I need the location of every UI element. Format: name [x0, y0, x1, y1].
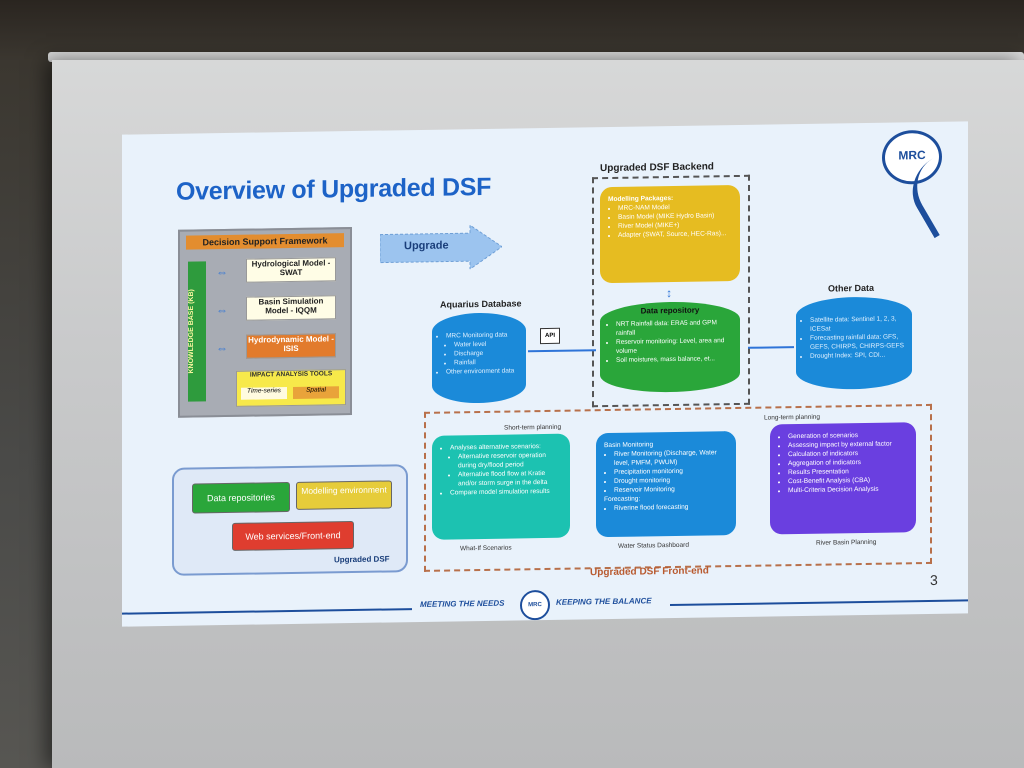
- other-data-item: Forecasting rainfall data: GFS, GEFS, CH…: [810, 332, 908, 352]
- slide-title: Overview of Upgraded DSF: [176, 172, 492, 206]
- legend-box: Data repositories Modelling environment …: [172, 464, 408, 576]
- footer-left-text: MEETING THE NEEDS: [420, 598, 505, 609]
- impact-tab: Spatial: [293, 386, 339, 399]
- other-data-item: Drought Index: SPI, CDI...: [810, 350, 908, 361]
- upgrade-label: Upgrade: [404, 239, 449, 253]
- vertical-arrow-icon: ↕: [666, 286, 672, 301]
- other-data-title: Other Data: [828, 282, 875, 294]
- presentation-slide: MRC Overview of Upgraded DSF Decision Su…: [122, 121, 968, 627]
- footer-line-right: [670, 599, 968, 607]
- model-box: Hydrological Model - SWAT: [246, 257, 336, 283]
- other-data-item: Satellite data: Sentinel 1, 2, 3, ICESat: [810, 314, 908, 334]
- footer-right-text: KEEPING THE BALANCE: [556, 596, 652, 607]
- footer-logo: MRC: [520, 589, 550, 621]
- water-status-panel: Basin Monitoring River Monitoring (Disch…: [596, 430, 736, 538]
- backend-box: Modelling Packages: MRC-NAM Model Basin …: [592, 174, 750, 408]
- projector-screen-bar: [48, 52, 1024, 62]
- panel-item: Alternative reservoir operation during d…: [458, 451, 562, 471]
- aquarius-cylinder: MRC Monitoring data Water level Discharg…: [432, 312, 526, 404]
- other-data-connector: [748, 346, 794, 349]
- upgrade-arrow-icon: [380, 224, 502, 271]
- aquarius-title: Aquarius Database: [440, 298, 522, 310]
- short-term-label: Short-term planning: [504, 423, 562, 432]
- model-box: Hydrodynamic Model - ISIS: [246, 333, 336, 359]
- impact-tools-box: IMPACT ANALYSIS TOOLS Time-series Spatia…: [236, 369, 346, 407]
- impact-tab: Time-series: [241, 387, 287, 400]
- repo-item: NRT Rainfall data: ERA5 and GPM rainfall: [616, 318, 734, 338]
- kb-label: KNOWLEDGE BASE (KB): [188, 261, 206, 402]
- api-icon: API: [540, 327, 560, 345]
- legend-data-repositories: Data repositories: [192, 482, 290, 514]
- frontend-title: Upgraded DSF Front-end: [590, 565, 709, 579]
- modelling-packages-panel: Modelling Packages: MRC-NAM Model Basin …: [600, 184, 740, 284]
- page-number: 3: [930, 571, 938, 588]
- data-repository-cylinder: Data repository NRT Rainfall data: ERA5 …: [600, 300, 740, 394]
- repo-item: Reservoir monitoring: Level, area and vo…: [616, 336, 734, 356]
- aquarius-connector: [528, 349, 596, 353]
- panel-caption: River Basin Planning: [816, 538, 877, 547]
- panel-caption: Water Status Dashboard: [618, 541, 689, 550]
- repo-item: Soil moistures, mass balance, et...: [616, 354, 734, 365]
- river-basin-panel: Generation of scenarios Assessing impact…: [770, 422, 916, 535]
- double-arrow-icon: ⇔: [216, 302, 228, 318]
- panel-caption: What-If Scenarios: [460, 544, 512, 553]
- aquarius-item: Other environment data: [446, 366, 522, 376]
- panel-item: Multi-Criteria Decision Analysis: [788, 484, 908, 495]
- dsf-diagram: Decision Support Framework KNOWLEDGE BAS…: [178, 227, 352, 418]
- footer-line-left: [122, 608, 412, 615]
- panel-item: Compare model simulation results: [450, 487, 562, 498]
- long-term-label: Long-term planning: [764, 413, 821, 422]
- legend-caption: Upgraded DSF: [334, 554, 390, 565]
- impact-header: IMPACT ANALYSIS TOOLS: [249, 370, 333, 379]
- panel-item: Alternative flood flow at Kratie and/or …: [458, 469, 562, 489]
- footer-logo-text: MRC: [528, 602, 542, 609]
- panel-item: Riverine flood forecasting: [614, 502, 728, 513]
- other-data-cylinder: Satellite data: Sentinel 1, 2, 3, ICESat…: [796, 296, 912, 391]
- model-box: Basin Simulation Model - IQQM: [246, 295, 336, 321]
- panel-item: River Monitoring (Discharge, Water level…: [614, 448, 728, 468]
- legend-web-services: Web services/Front-end: [232, 521, 354, 551]
- backend-title: Upgraded DSF Backend: [600, 161, 714, 175]
- double-arrow-icon: ⇔: [216, 264, 228, 280]
- what-if-panel: Analyses alternative scenarios: Alternat…: [432, 433, 570, 540]
- double-arrow-icon: ⇔: [216, 340, 228, 356]
- modelling-item: Adapter (SWAT, Source, HEC-Ras)...: [618, 229, 732, 240]
- dsf-header: Decision Support Framework: [186, 233, 344, 250]
- legend-modelling-environment: Modelling environment: [296, 480, 392, 510]
